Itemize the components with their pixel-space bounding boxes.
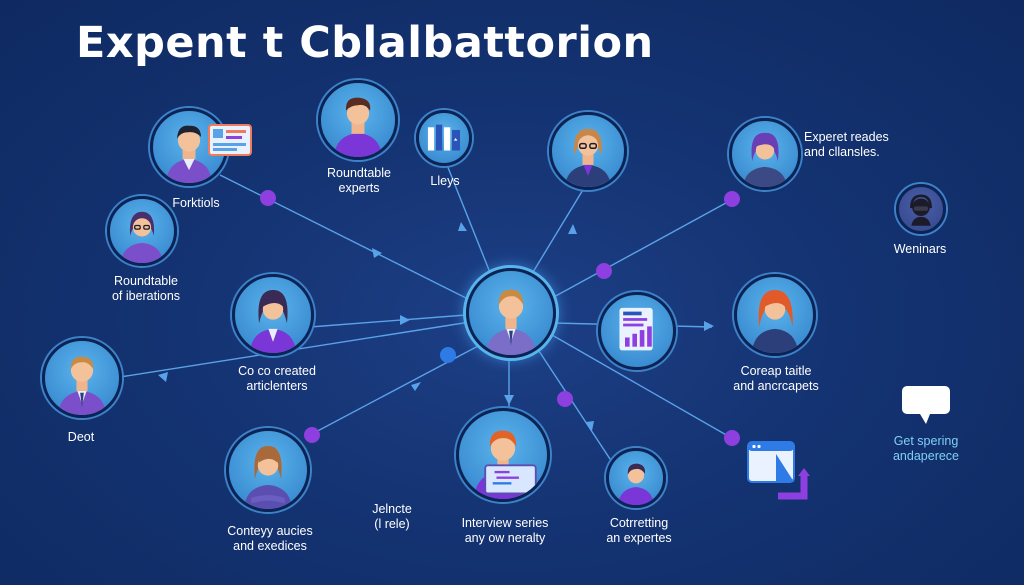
label-deot: Deot <box>67 430 95 444</box>
person-node-roundtable-left <box>107 196 177 266</box>
webinar-node[interactable] <box>896 184 946 234</box>
connector-dot <box>724 191 740 207</box>
person-avatar-icon <box>618 463 654 505</box>
connector-dot <box>440 347 456 363</box>
person-node-contey <box>226 428 310 512</box>
person-node-glasses-woman <box>549 112 627 190</box>
link-top <box>444 159 494 281</box>
link-far-right <box>551 197 736 299</box>
label-forktiols: Forktiols <box>172 196 220 210</box>
person-node-corecap <box>734 274 816 356</box>
link-lower-right <box>551 334 736 441</box>
label-contey: Conteyy aucies and exedices <box>227 524 313 553</box>
person-node-forktiols <box>150 108 228 186</box>
connector-dot <box>557 391 573 407</box>
label-cotrretting: Cotrretting an expertes <box>606 516 672 545</box>
label-weninars: Weninars <box>893 242 947 256</box>
person-avatar-icon <box>165 125 213 183</box>
page-title: Expent t Cblalbattorion <box>76 18 654 68</box>
connector-dot <box>596 263 612 279</box>
person-node-co-created <box>232 274 314 356</box>
speech-bubble-icon[interactable] <box>900 384 952 426</box>
person-avatar-icon <box>564 128 612 187</box>
connector-dot <box>260 190 276 206</box>
label-interview: Interview series any ow neralty <box>461 516 549 545</box>
connector-dot <box>724 430 740 446</box>
label-roundtable-left: Roundtable of iberations <box>111 274 181 303</box>
person-node-expert-reades <box>729 118 801 190</box>
connector-dot <box>304 427 320 443</box>
browser-window-icon[interactable] <box>746 440 818 510</box>
books-icon <box>427 124 461 151</box>
person-node-deot <box>42 338 122 418</box>
person-avatar-icon <box>243 445 293 509</box>
link-bottom-right <box>534 344 613 463</box>
label-expert-reades: Experet reades and cllansles. <box>804 130 889 159</box>
link-left <box>309 314 467 328</box>
bar-chart-document-icon <box>619 307 653 351</box>
person-node-roundtable-experts <box>318 80 398 160</box>
label-jelncte: Jelncte (l rele) <box>372 502 412 531</box>
books-node <box>416 110 472 166</box>
document-node[interactable] <box>598 292 676 370</box>
person-avatar-icon <box>57 356 107 415</box>
label-roundtable-experts: Roundtable experts <box>327 166 391 195</box>
person-icon <box>485 289 537 355</box>
label-get-spering: Get spering andaperece <box>892 434 960 463</box>
label-corecap: Coreap taitle and ancrcapets <box>733 364 819 393</box>
person-avatar-icon <box>333 97 383 157</box>
person-avatar-icon <box>120 211 164 263</box>
person-node-interview <box>456 408 550 502</box>
person-avatar-icon <box>751 289 799 353</box>
person-node-cotrretting <box>606 448 666 508</box>
id-card-icon <box>208 124 252 156</box>
person-laptop-icon <box>473 430 537 499</box>
label-lleys: Lleys <box>430 174 460 188</box>
person-avatar-icon <box>743 132 787 187</box>
label-co-created: Co co created articlenters <box>238 364 316 393</box>
headset-avatar-icon <box>910 194 932 226</box>
person-avatar-icon <box>249 289 297 353</box>
center-expert-node[interactable] <box>466 268 556 358</box>
